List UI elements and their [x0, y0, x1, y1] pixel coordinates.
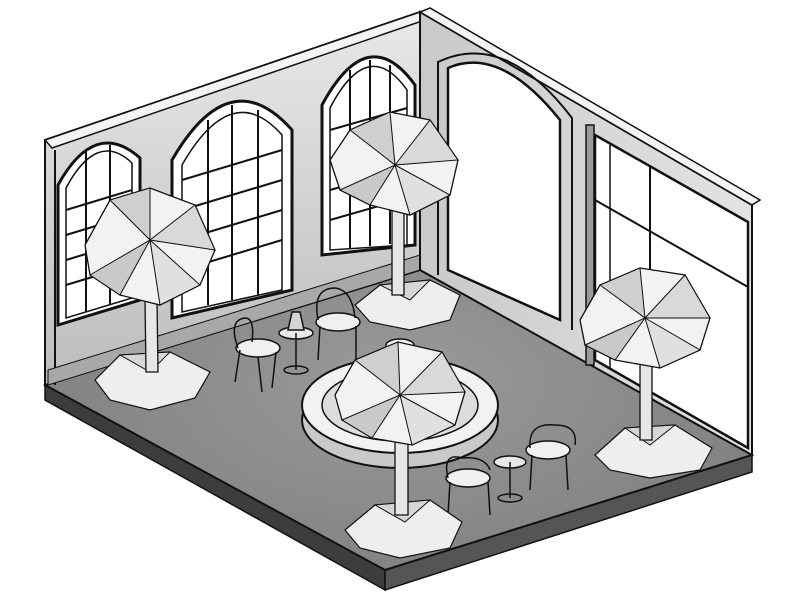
bistro-set-1	[233, 287, 361, 393]
bistro-chair	[525, 440, 571, 460]
tree-2	[329, 111, 461, 331]
bistro-chair	[315, 312, 361, 332]
bistro-chair	[445, 468, 491, 488]
archway	[446, 61, 562, 322]
bistro-set-2	[445, 423, 577, 516]
tree-1	[84, 187, 216, 411]
tree-4	[334, 341, 466, 559]
tree-3	[579, 267, 713, 479]
bistro-chair	[235, 338, 281, 358]
